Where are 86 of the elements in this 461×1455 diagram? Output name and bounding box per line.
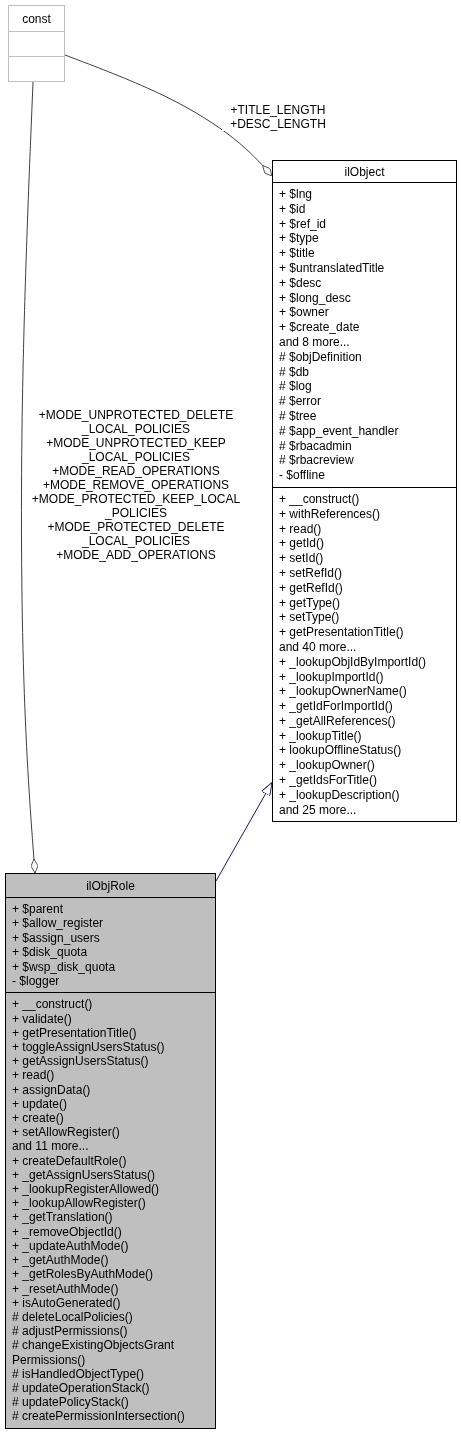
member-text: + create() (12, 1111, 65, 1126)
member-text: # createPermissionIntersection() (12, 1409, 186, 1424)
member-text: + $desc (279, 275, 323, 291)
member-text: + $long_desc (279, 290, 352, 306)
member-text: # $log (279, 379, 313, 395)
member-text: + _getAuthMode() (12, 1253, 110, 1268)
member-text: + __construct() (279, 491, 361, 507)
member-text: + read() (279, 521, 323, 537)
member-text: + $create_date (279, 320, 361, 335)
member-text: and 40 more... (279, 639, 358, 655)
member-text: + $parent (12, 902, 65, 917)
member-text: and 25 more... (279, 802, 358, 818)
member-text: # updateOperationStack() (12, 1380, 151, 1396)
member-text: + toggleAssignUsersStatus() (12, 1040, 166, 1055)
member-text: + setType() (279, 610, 341, 626)
member-text: # isHandledObjectType() (12, 1366, 146, 1381)
member-text: + $allow_register (12, 916, 105, 931)
member-text: + getPresentationTitle() (279, 625, 405, 640)
member-text: + __construct() (12, 997, 94, 1012)
member-text: + _updateAuthMode() (12, 1238, 130, 1254)
member-text: # $rbacreview (279, 453, 355, 469)
inheritance-arrow (215, 781, 273, 882)
member-text: + read() (12, 1068, 56, 1083)
member-text: # $db (279, 364, 311, 380)
member-text: + _lookupOwnerName() (279, 684, 408, 700)
member-text: # updatePolicyStack() (12, 1395, 130, 1410)
aggregation-connector (20, 81, 39, 874)
member-text: + $owner (279, 305, 330, 321)
member-text: + $ref_id (279, 216, 328, 232)
member-text: # changeExistingObjectsGrant Permissions() (12, 1338, 176, 1367)
member-text: + createDefaultRole() (12, 1153, 128, 1168)
member-text: + _lookupOwner() (279, 758, 376, 774)
member-text: + _lookupDescription() (279, 787, 401, 803)
member-text: + getPresentationTitle() (12, 1025, 138, 1041)
member-text: + $lng (279, 187, 314, 202)
member-text: + setAllowRegister() (12, 1125, 121, 1140)
member-text: # adjustPermissions() (12, 1324, 129, 1339)
member-text: + _lookupTitle() (279, 728, 363, 744)
member-text: and 8 more... (279, 334, 351, 350)
member-text: + _lookupImportId() (279, 669, 385, 685)
member-text: + lookupOfflineStatus() (279, 743, 403, 759)
member-text: + _lookupRegisterAllowed() (12, 1182, 161, 1197)
member-text: + _lookupObjIdByImportId() (279, 654, 428, 670)
member-text: # $tree (279, 408, 318, 424)
member-text: + assignData() (12, 1082, 92, 1097)
member-text: + setRefId() (279, 565, 344, 581)
member-text: + _getAssignUsersStatus() (12, 1167, 157, 1183)
aggregation-connector (64, 54, 273, 177)
member-text: + $title (279, 246, 316, 261)
member-text: + $untranslatedTitle (279, 261, 386, 276)
class-box (5, 873, 216, 1429)
member-text: # $objDefinition (279, 349, 363, 365)
member-text: + _getTranslation() (12, 1210, 114, 1225)
member-text: + _resetAuthMode() (12, 1281, 120, 1296)
class-box (8, 5, 65, 82)
member-text: - $offline (279, 468, 326, 483)
member-text: + $wsp_disk_quota (12, 959, 117, 975)
member-text: + $disk_quota (12, 945, 89, 960)
member-text: + getRefId() (279, 580, 344, 596)
member-text: - $logger (12, 974, 61, 989)
member-text: + $type (279, 231, 320, 247)
member-text: + _getRolesByAuthMode() (12, 1267, 155, 1282)
member-text: # $app_event_handler (279, 423, 400, 439)
member-text: and 11 more... (12, 1139, 90, 1154)
member-text: # deleteLocalPolicies() (12, 1309, 134, 1325)
member-text: + update() (12, 1096, 68, 1112)
member-text: + $id (279, 201, 307, 217)
member-text: + isAutoGenerated() (12, 1295, 122, 1310)
member-text: + _lookupAllowRegister() (12, 1196, 147, 1211)
member-text: + withReferences() (279, 506, 382, 522)
member-text: # $rbacadmin (279, 438, 353, 454)
member-text: + _getIdsForTitle() (279, 773, 378, 788)
class-name: ilObject (273, 161, 456, 183)
member-text: + getType() (279, 595, 342, 611)
member-text: + _getIdForImportId() (279, 699, 394, 714)
member-text: + setId() (279, 551, 325, 566)
member-text: + validate() (12, 1011, 73, 1026)
member-text: + getAssignUsersStatus() (12, 1054, 150, 1069)
member-text: + getId() (279, 536, 326, 552)
class-name: ilObjRole (6, 874, 215, 898)
member-text: + $assign_users (12, 930, 101, 946)
member-text: # $error (279, 394, 323, 409)
class-box (272, 160, 457, 823)
member-text: + _getAllReferences() (279, 713, 397, 729)
class-name: const (9, 6, 64, 32)
member-text: + _removeObjectId() (12, 1224, 123, 1239)
